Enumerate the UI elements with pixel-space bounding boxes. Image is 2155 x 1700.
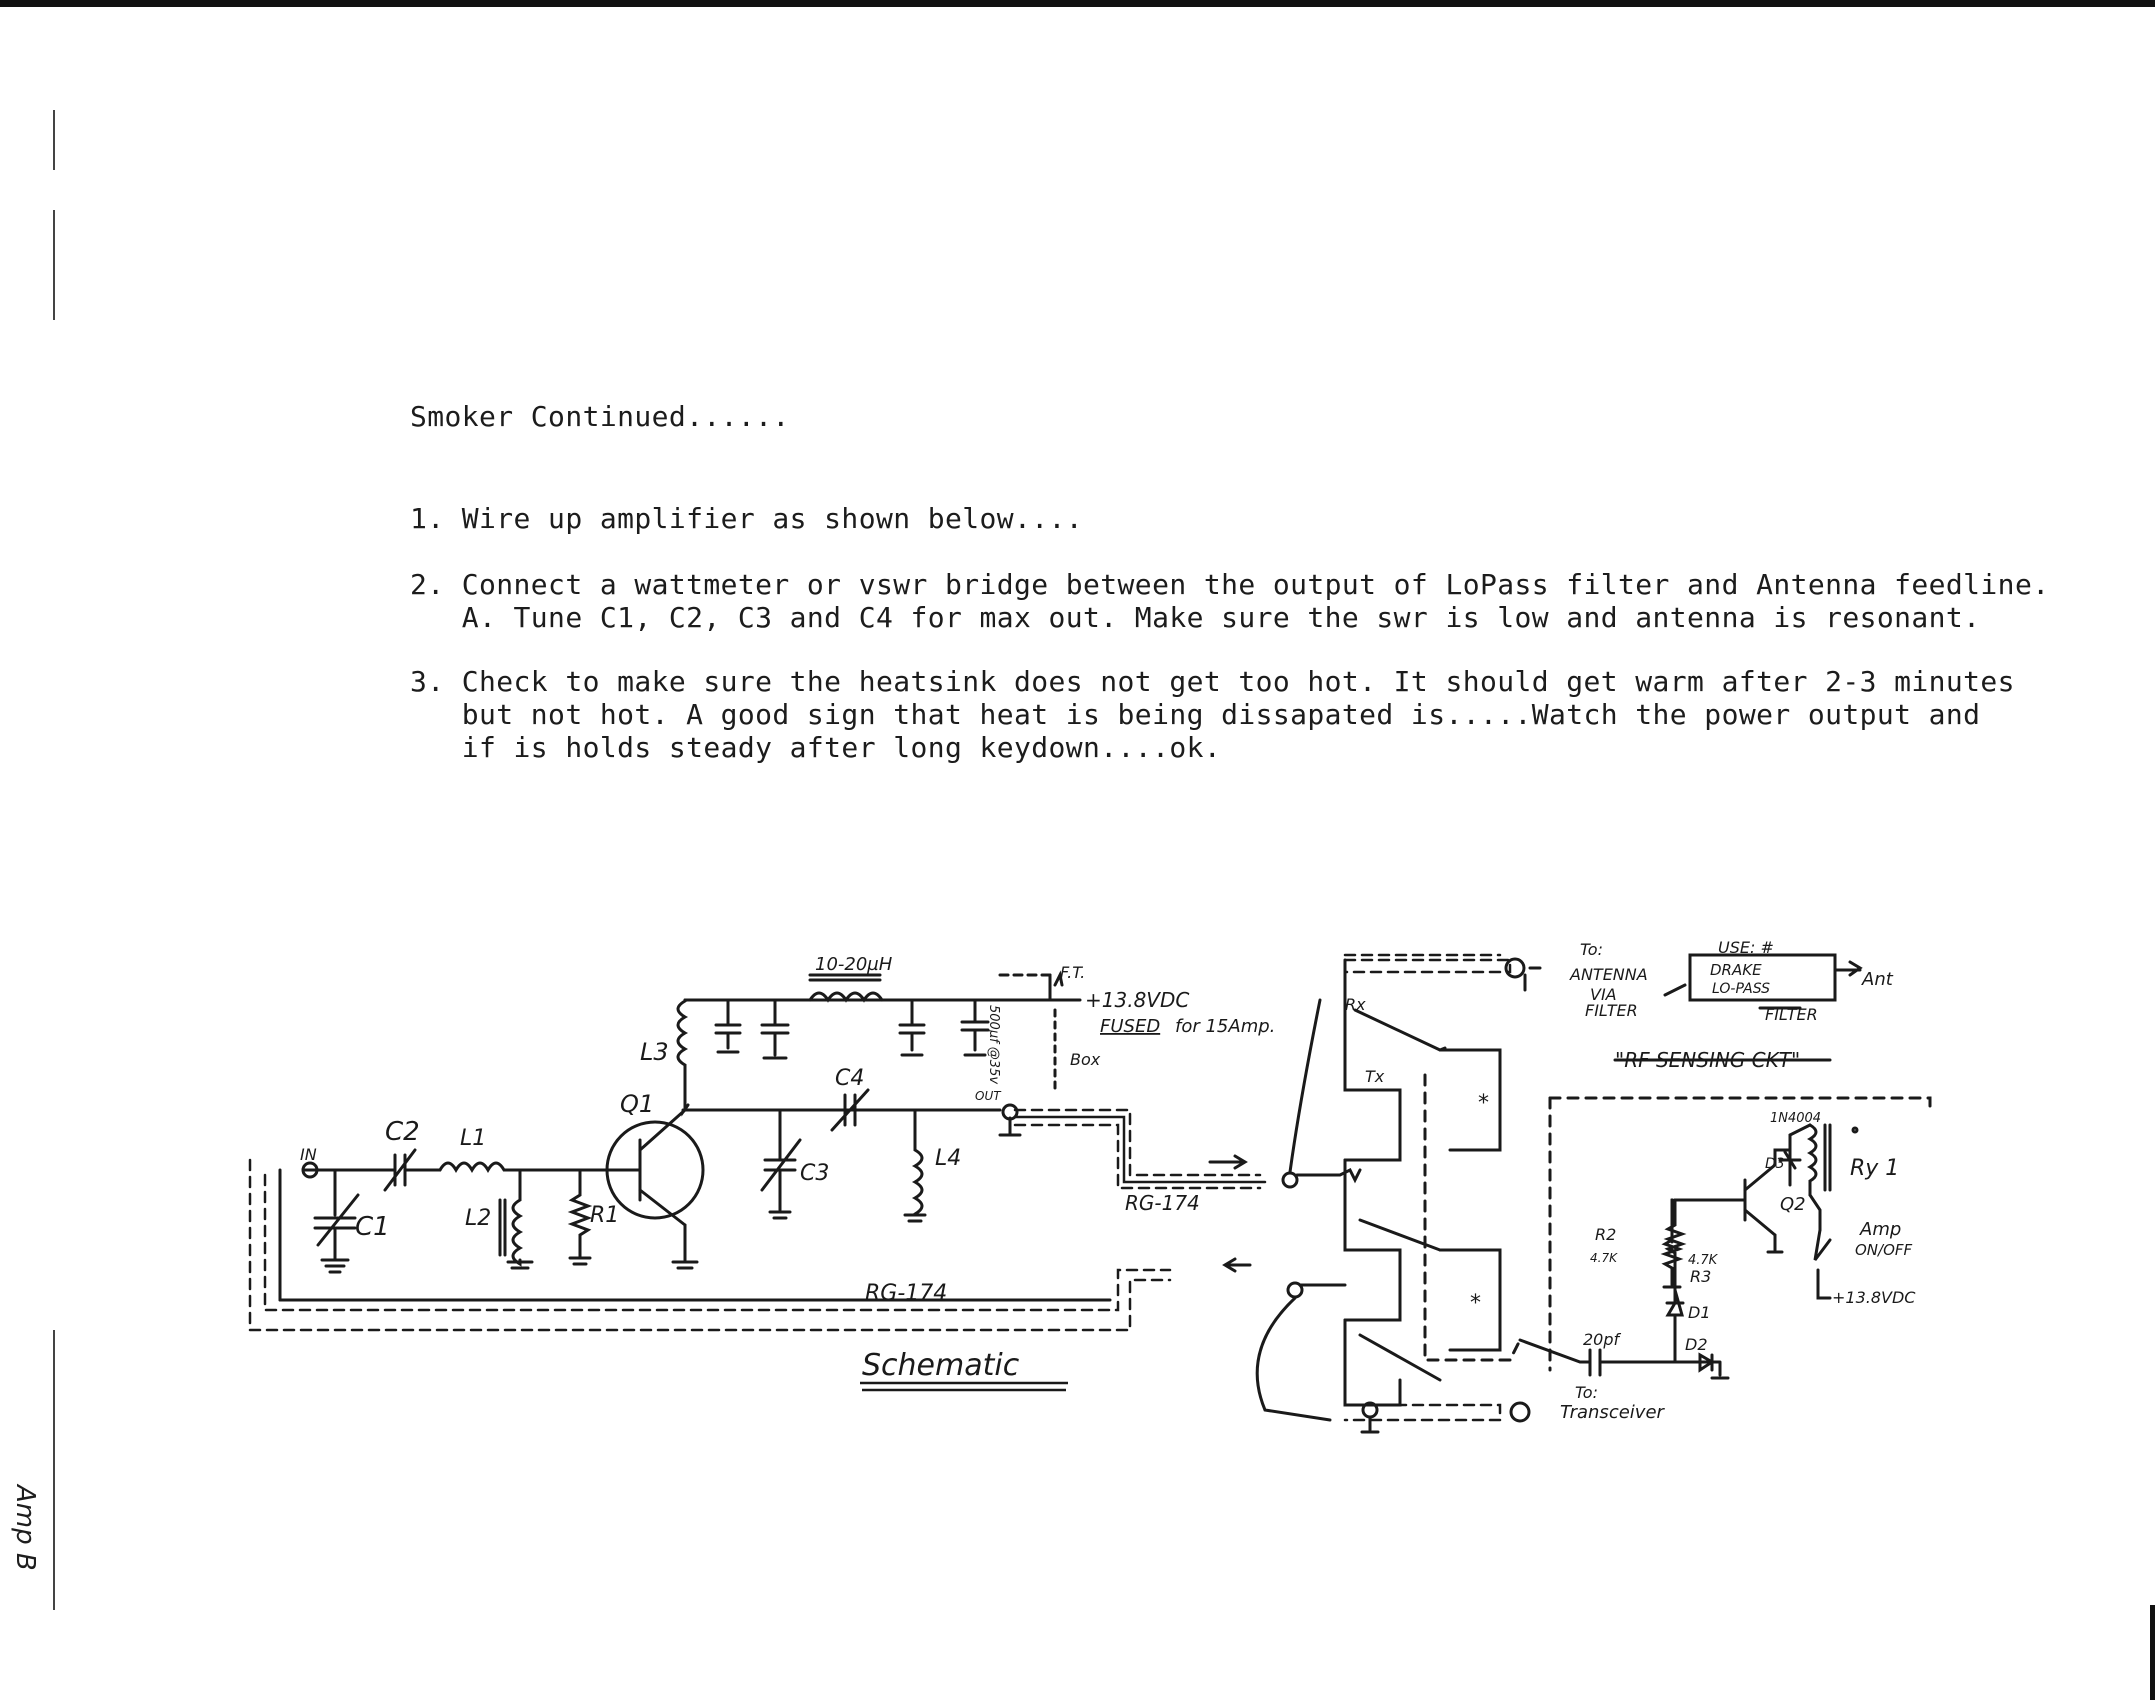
label-fused: FUSED [1100,1016,1160,1037]
label-fused-rating: for 15Amp. [1175,1016,1275,1037]
label-lopass: LO-PASS [1712,981,1770,997]
schematic-title: Schematic [862,1348,1020,1383]
label-relay-star-1: * [1478,1091,1489,1116]
scan-left-edge-mark [53,210,55,320]
label-to-transceiver: To: [1575,1383,1598,1402]
label-ry1: Ry 1 [1850,1156,1899,1181]
label-amp-switch: Amp [1859,1219,1901,1240]
label-on-off: ON/OFF [1855,1241,1913,1259]
label-box: Box [1070,1050,1101,1069]
label-in: IN [300,1145,317,1164]
page-heading: Smoker Continued...... [410,400,790,433]
label-c1: C1 [355,1212,390,1242]
label-d2: D2 [1685,1335,1708,1354]
label-c2: C2 [385,1117,420,1147]
label-l2: L2 [465,1206,491,1231]
label-filter: FILTER [1585,1001,1638,1020]
label-diode: 1N4004 [1770,1111,1821,1126]
label-to-antenna: To: [1580,940,1603,959]
label-c3: C3 [800,1161,829,1186]
label-ft: F.T. [1060,963,1085,982]
label-r3: R3 [1690,1267,1711,1286]
label-l3: L3 [640,1038,669,1066]
label-rg174-output: RG-174 [1125,1191,1200,1215]
step-2-line-2: A. Tune C1, C2, C3 and C4 for max out. M… [410,601,1981,634]
scan-left-edge-mark [53,110,55,170]
label-r2-value: 4.7K [1590,1251,1618,1265]
label-supply: +13.8VDC [1085,988,1189,1012]
label-d3: D3 [1765,1156,1785,1172]
label-antenna: ANTENNA [1569,965,1648,984]
label-d1: D1 [1688,1303,1711,1322]
label-relay-star-2: * [1470,1291,1481,1316]
label-transceiver: Transceiver [1560,1402,1666,1423]
label-l1: L1 [460,1126,486,1151]
label-use: USE: # [1718,938,1774,957]
step-2-line-1: 2. Connect a wattmeter or vswr bridge be… [410,568,2050,601]
step-3-line-3: if is holds steady after long keydown...… [410,731,1222,764]
step-3-line-2: but not hot. A good sign that heat is be… [410,698,1981,731]
scan-top-border [0,0,2155,7]
label-via: VIA [1590,985,1617,1004]
scan-right-edge-mark [2150,1605,2155,1700]
label-r1: R1 [590,1203,619,1228]
label-rg174-input: RG-174 [865,1281,947,1306]
label-filter-box: FILTER [1765,1005,1818,1024]
label-r3-value: 4.7K [1688,1253,1719,1268]
scan-left-edge-mark [53,1330,55,1610]
label-ant: Ant [1861,969,1894,990]
label-rf-sensing: "RF SENSING CKT" [1615,1048,1800,1072]
label-rx: Rx [1345,995,1366,1014]
label-q2: Q2 [1780,1194,1806,1215]
label-out: OUT [975,1089,1002,1103]
label-supply-2: +13.8VDC [1832,1288,1916,1307]
label-tx: Tx [1365,1067,1385,1086]
step-3-line-1: 3. Check to make sure the heatsink does … [410,665,2015,698]
label-cap-20pf: 20pf [1583,1330,1622,1349]
label-q1: Q1 [620,1090,654,1118]
label-r2: R2 [1595,1225,1616,1244]
label-cap-rating: 500µf @35v [986,1005,1001,1084]
label-c4: C4 [835,1066,864,1091]
label-inductor-value: 10-20µH [815,954,893,975]
label-l4: L4 [935,1146,961,1171]
step-1-line-1: 1. Wire up amplifier as shown below.... [410,502,1084,535]
label-drake: DRAKE [1710,961,1762,979]
